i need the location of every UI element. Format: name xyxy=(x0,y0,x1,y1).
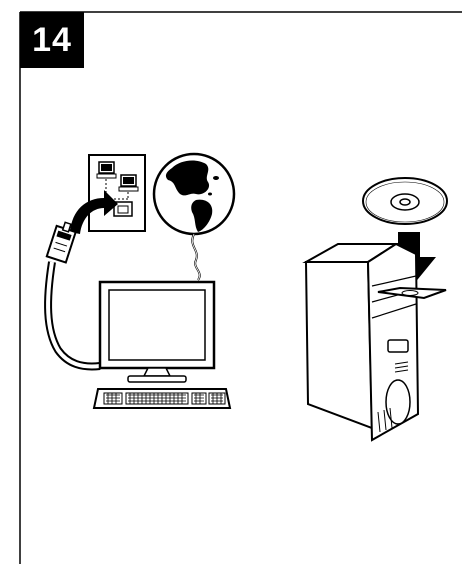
internet-cable xyxy=(192,234,199,280)
ethernet-cable-icon xyxy=(47,220,100,366)
monitor-icon xyxy=(100,282,214,382)
tower-computer-icon xyxy=(306,244,446,440)
keyboard-icon xyxy=(94,389,230,408)
globe-icon xyxy=(154,154,234,234)
step-number: 14 xyxy=(32,21,72,60)
cd-disc-icon xyxy=(363,178,447,224)
step-number-badge: 14 xyxy=(20,12,84,68)
network-diagram-icon xyxy=(89,155,145,231)
